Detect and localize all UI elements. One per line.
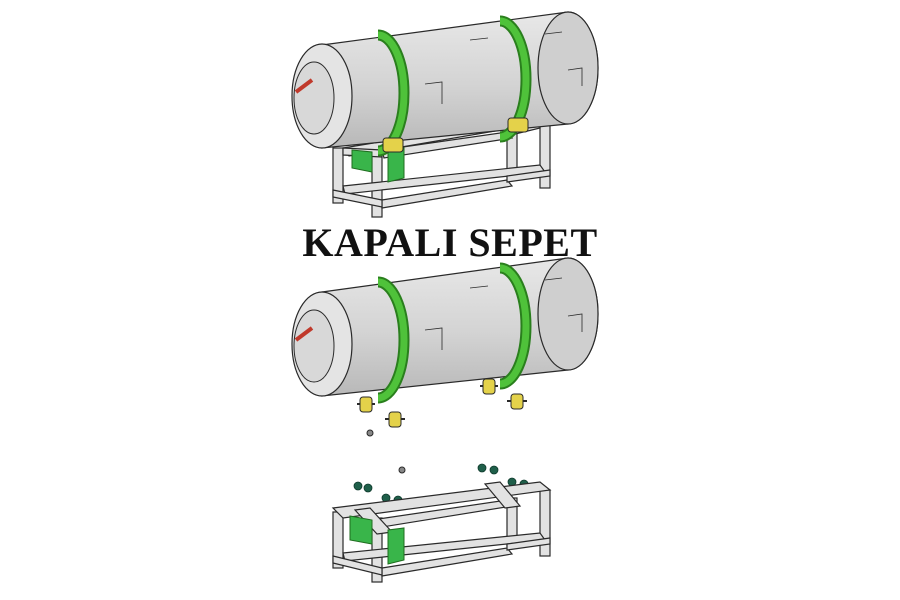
- drum-ring-front-exploded: [377, 276, 410, 404]
- washer-2: [398, 466, 406, 474]
- inlet-marker-top: [294, 78, 314, 94]
- diagram-caption: KAPALI SEPET: [302, 220, 598, 265]
- support-frame-top: [332, 115, 551, 218]
- inlet-marker-exploded: [294, 326, 314, 342]
- roller-2: [385, 411, 405, 428]
- roller-1: [357, 396, 375, 413]
- motor-bracket-top: [351, 147, 405, 183]
- drum-end-cap-exploded: [291, 291, 353, 397]
- drum-exploded: [291, 257, 599, 404]
- roller-top: [382, 117, 529, 153]
- roller-4: [507, 393, 527, 410]
- drum-top: [291, 11, 599, 157]
- washer-1: [366, 429, 374, 437]
- rollers-exploded: [357, 378, 527, 474]
- drum-ring-rear-exploded: [499, 262, 532, 390]
- roller-3: [480, 378, 498, 395]
- assembled-unit: [291, 11, 599, 218]
- motor-bracket-exploded: [349, 515, 405, 565]
- exploded-unit: [291, 257, 599, 583]
- drum-end-cap-top: [291, 43, 353, 149]
